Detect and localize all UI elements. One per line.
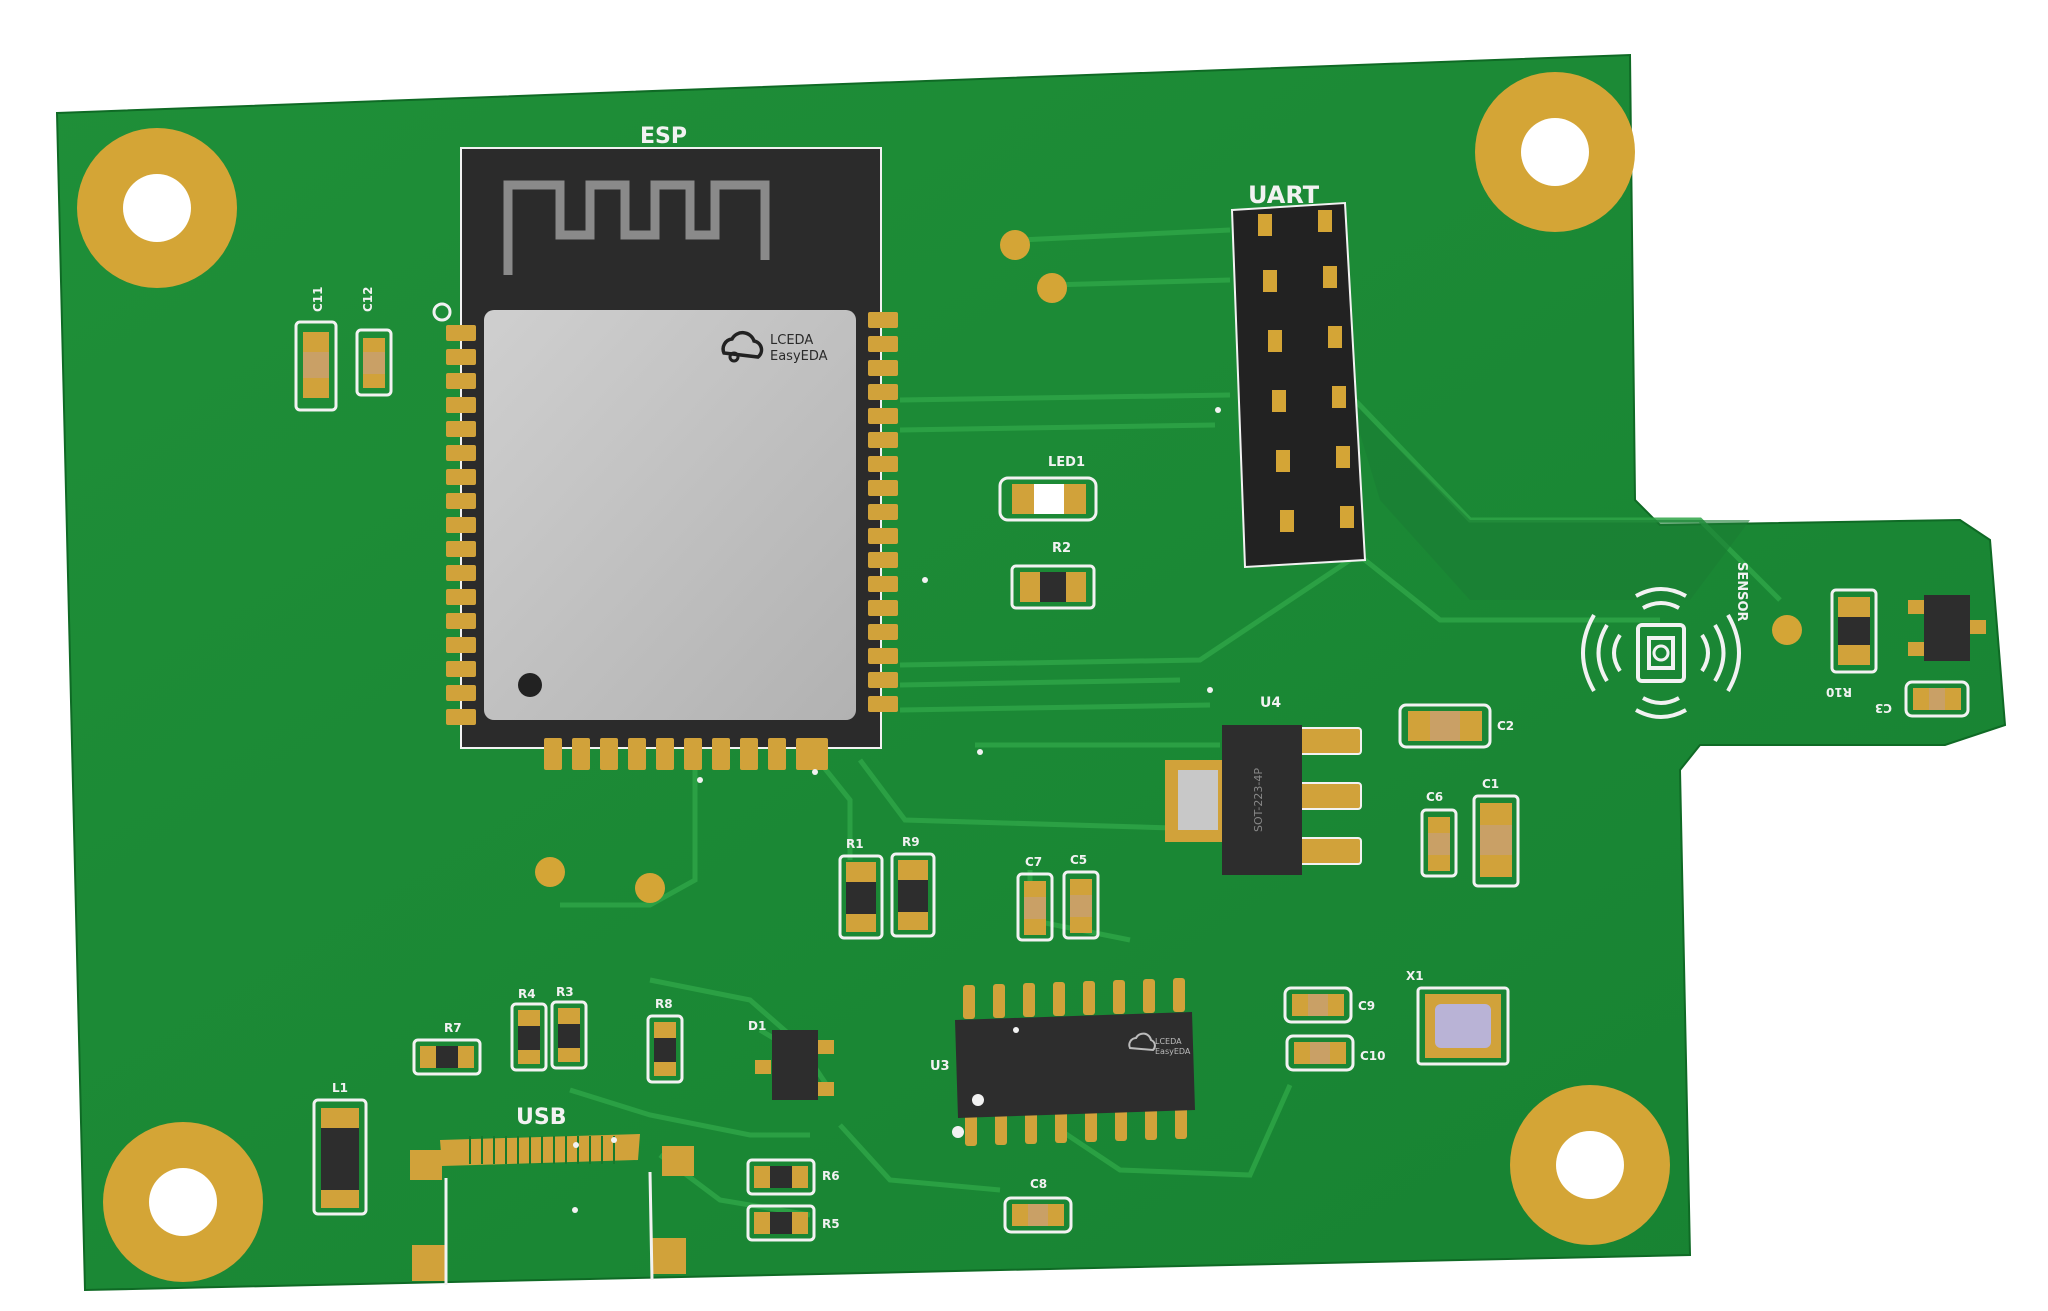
label-c6: C6 <box>1426 790 1443 804</box>
resistor-r4 <box>510 1002 548 1072</box>
resistor-r6 <box>746 1158 816 1196</box>
resistor-r7 <box>412 1038 482 1076</box>
u3-logo-line1: LCEDA <box>1155 1037 1182 1046</box>
capacitor-c5 <box>1062 870 1100 940</box>
u3-logo-line2: EasyEDA <box>1155 1047 1191 1056</box>
label-r2: R2 <box>1052 541 1071 556</box>
label-r6: R6 <box>822 1169 840 1183</box>
label-x1: X1 <box>1406 969 1424 983</box>
mounting-hole-top-left <box>77 128 237 288</box>
capacitor-c11 <box>294 320 338 412</box>
test-pad <box>535 857 565 887</box>
label-r3: R3 <box>556 985 574 999</box>
ground-pour <box>1350 400 1750 600</box>
mounting-hole-bottom-left <box>103 1122 263 1282</box>
capacitor-c12 <box>355 328 393 397</box>
mounting-hole-bottom-right <box>1510 1085 1670 1245</box>
label-c2: C2 <box>1497 719 1514 733</box>
label-c9: C9 <box>1358 999 1375 1013</box>
capacitor-c1 <box>1472 794 1520 888</box>
esp32-module: LCEDA EasyEDA <box>460 147 882 749</box>
capacitor-c9 <box>1283 986 1353 1024</box>
sensor-transistor <box>1908 595 1986 661</box>
u3-pin1-marker <box>952 1126 964 1138</box>
antenna-trace <box>503 180 770 275</box>
esp-left-pads <box>446 325 476 725</box>
vias <box>572 407 1221 1213</box>
esp-logo-line2: EasyEDA <box>770 349 828 364</box>
sensor-icon <box>1581 587 1741 719</box>
capacitor-c3 <box>1904 680 1970 718</box>
esp-right-pads <box>868 312 898 712</box>
test-pad <box>635 873 665 903</box>
label-c11: C11 <box>311 286 325 312</box>
led-led1 <box>998 476 1098 522</box>
label-c8: C8 <box>1030 1177 1047 1191</box>
pin1-marker <box>432 302 452 322</box>
label-c1: C1 <box>1482 777 1499 791</box>
resistor-r9 <box>890 852 936 938</box>
label-r5: R5 <box>822 1217 840 1231</box>
pin1-dot <box>518 673 542 697</box>
usb-connector <box>410 1134 694 1285</box>
lceda-logo <box>721 330 764 363</box>
label-led1: LED1 <box>1048 455 1085 470</box>
label-c10: C10 <box>1360 1049 1386 1063</box>
label-esp: ESP <box>640 124 687 149</box>
capacitor-c10 <box>1285 1034 1355 1072</box>
label-c7: C7 <box>1025 855 1042 869</box>
label-l1: L1 <box>332 1081 348 1095</box>
label-c12: C12 <box>361 286 375 312</box>
test-pad <box>1000 230 1030 260</box>
capacitor-c7 <box>1016 872 1054 942</box>
resistor-r10 <box>1830 588 1878 674</box>
mounting-hole-top-right <box>1475 72 1635 232</box>
label-sensor: SENSOR <box>1734 562 1749 622</box>
label-u4: U4 <box>1260 695 1281 711</box>
capacitor-c6 <box>1420 808 1458 878</box>
resistor-r1 <box>838 854 884 940</box>
label-c5: C5 <box>1070 853 1087 867</box>
label-d1: D1 <box>748 1019 766 1033</box>
regulator-u4: SOT-223-4P <box>1165 725 1362 875</box>
label-r1: R1 <box>846 837 864 851</box>
capacitor-c8 <box>1003 1196 1073 1234</box>
esp-bottom-pads <box>544 738 828 770</box>
label-usb: USB <box>516 1105 566 1130</box>
u4-marking: SOT-223-4P <box>1252 768 1265 832</box>
label-c3: C3 <box>1875 701 1892 715</box>
resistor-r3 <box>550 1000 588 1070</box>
resistor-r8 <box>646 1014 684 1084</box>
capacitor-c2 <box>1398 703 1492 749</box>
label-r10: R10 <box>1826 685 1852 699</box>
label-r8: R8 <box>655 997 673 1011</box>
crystal-x1 <box>1416 986 1510 1066</box>
test-pad <box>1772 615 1802 645</box>
rf-shield <box>484 310 856 720</box>
resistor-r2 <box>1010 564 1096 610</box>
label-r9: R9 <box>902 835 920 849</box>
resistor-r5 <box>746 1204 816 1242</box>
diode-d1 <box>755 1030 834 1100</box>
label-r7: R7 <box>444 1021 462 1035</box>
ic-u3: LCEDA EasyEDA <box>955 978 1195 1146</box>
uart-header <box>1230 201 1367 569</box>
label-r4: R4 <box>518 987 536 1001</box>
label-u3: U3 <box>930 1059 950 1074</box>
test-pad <box>1037 273 1067 303</box>
inductor-l1 <box>312 1098 368 1216</box>
esp-logo-line1: LCEDA <box>770 333 813 348</box>
